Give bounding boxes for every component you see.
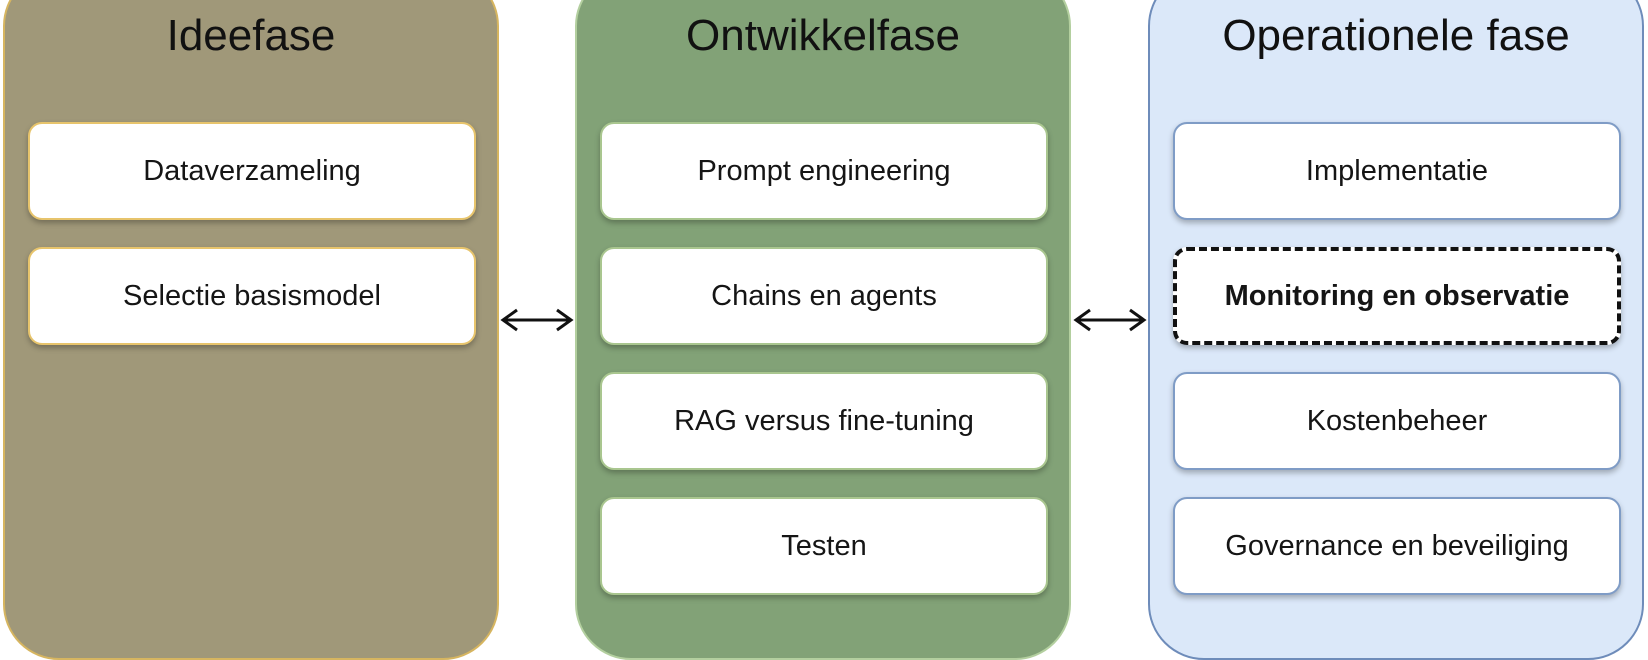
phase-title-operationele-fase: Operationele fase	[1222, 11, 1570, 60]
phase-ideefase: Ideefase Dataverzameling Selectie basism…	[3, 0, 499, 660]
phase-operationele-fase: Operationele fase Implementatie Monitori…	[1148, 0, 1644, 660]
double-arrow-icon	[500, 308, 574, 332]
card-rag-versus-fine-tuning: RAG versus fine-tuning	[600, 372, 1048, 470]
lifecycle-diagram: Ideefase Dataverzameling Selectie basism…	[3, 0, 1644, 660]
card-governance-en-beveiliging: Governance en beveiliging	[1173, 497, 1621, 595]
phase-title-ideefase: Ideefase	[166, 11, 336, 60]
phase-title-ontwikkelfase: Ontwikkelfase	[686, 11, 960, 60]
card-chains-en-agents: Chains en agents	[600, 247, 1048, 345]
card-selectie-basismodel: Selectie basismodel	[28, 247, 476, 345]
double-arrow-icon	[1073, 308, 1147, 332]
card-prompt-engineering: Prompt engineering	[600, 122, 1048, 220]
card-testen: Testen	[600, 497, 1048, 595]
phase-ontwikkelfase: Ontwikkelfase Prompt engineering Chains …	[575, 0, 1071, 660]
card-kostenbeheer: Kostenbeheer	[1173, 372, 1621, 470]
card-implementatie: Implementatie	[1173, 122, 1621, 220]
card-dataverzameling: Dataverzameling	[28, 122, 476, 220]
card-monitoring-en-observatie: Monitoring en observatie	[1173, 247, 1621, 345]
